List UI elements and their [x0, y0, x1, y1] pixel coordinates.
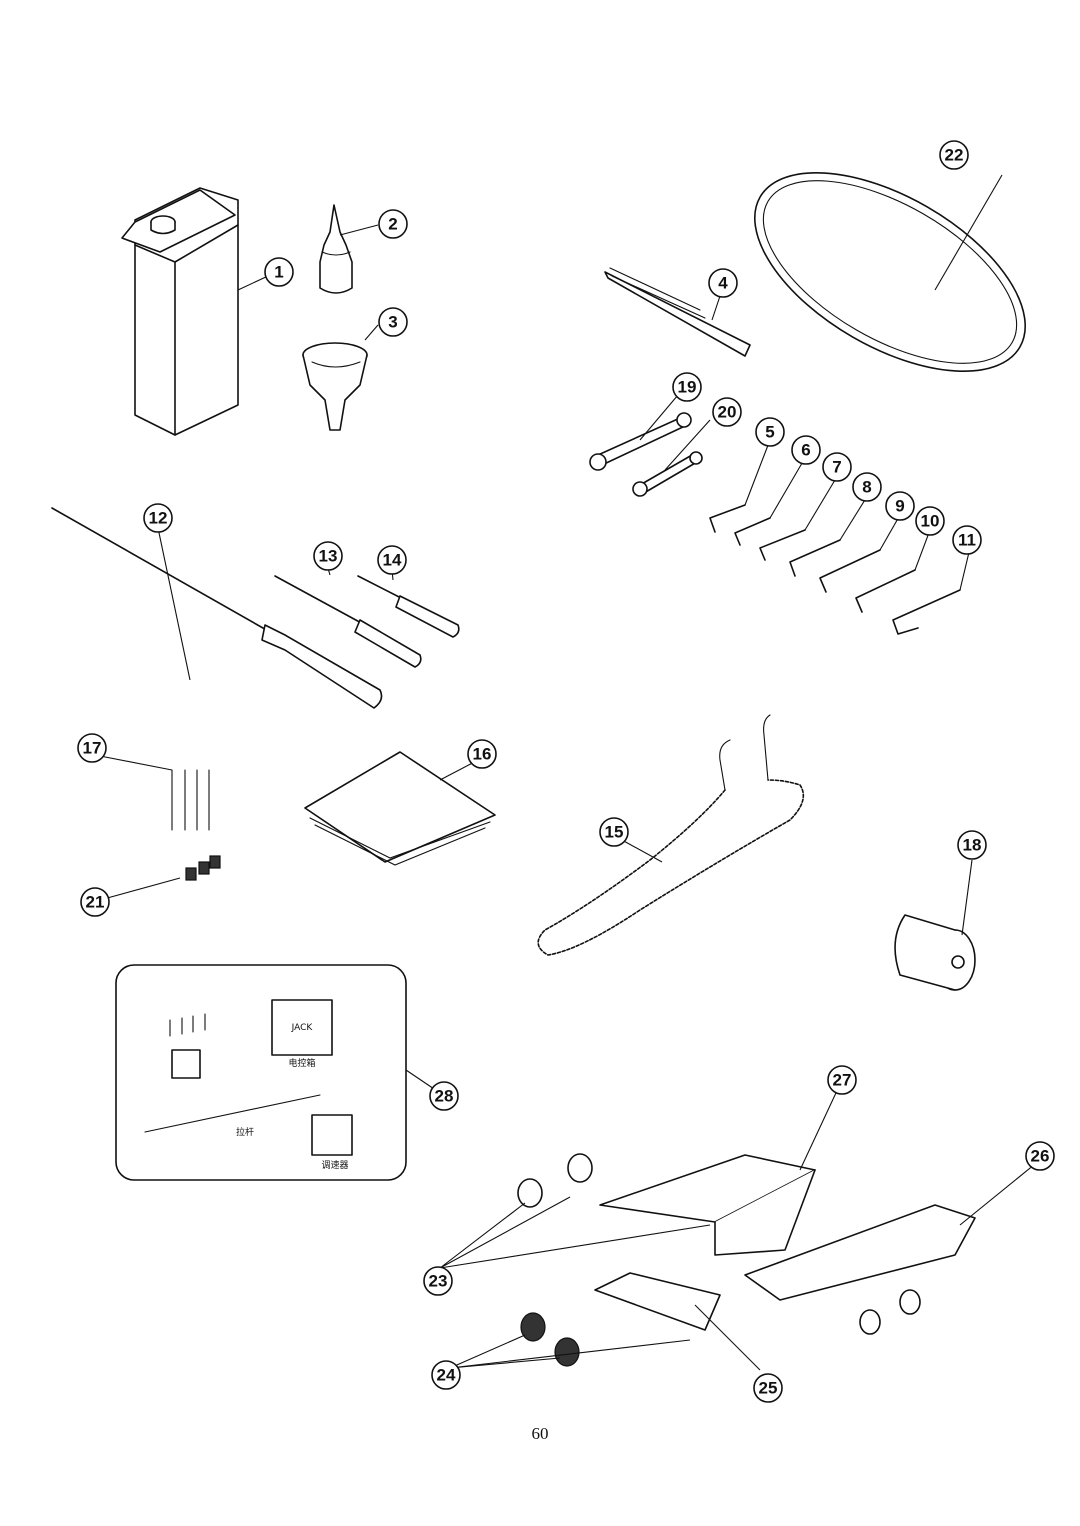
- svg-text:2: 2: [388, 215, 397, 234]
- callout-6: 6: [791, 435, 821, 465]
- callout-20: 20: [712, 397, 742, 427]
- inset-control-box-label: 电控箱: [288, 1057, 315, 1069]
- callout-22: 22: [939, 140, 969, 170]
- svg-text:21: 21: [86, 893, 105, 912]
- part-screwdriver-long: [51, 507, 383, 709]
- part-screws-23: [517, 1153, 593, 1208]
- part-screws-26: [859, 1289, 921, 1335]
- callout-5: 5: [755, 417, 785, 447]
- callout-18: 18: [957, 830, 987, 860]
- part-screwdriver-short: [357, 575, 460, 638]
- part-wrench-20: [632, 451, 703, 497]
- callout-27: 27: [827, 1065, 857, 1095]
- svg-text:18: 18: [963, 836, 982, 855]
- callout-11: 11: [952, 525, 982, 555]
- svg-text:11: 11: [958, 531, 976, 550]
- inset-control-box: JACK 电控箱: [271, 999, 333, 1069]
- callout-21: 21: [80, 887, 110, 917]
- svg-text:6: 6: [801, 441, 810, 460]
- part-screws-24: [520, 1312, 580, 1367]
- part-belt: [753, 171, 1027, 373]
- callout-14: 14: [377, 545, 407, 575]
- callout-7: 7: [822, 452, 852, 482]
- svg-text:19: 19: [678, 378, 697, 397]
- inset-hinge-plate: [171, 1049, 201, 1079]
- inset-box-group: JACK 电控箱 拉杆 调速器: [115, 964, 407, 1181]
- svg-text:14: 14: [383, 551, 402, 570]
- svg-text:20: 20: [718, 403, 737, 422]
- svg-text:22: 22: [945, 146, 964, 165]
- callout-10: 10: [915, 506, 945, 536]
- svg-text:3: 3: [388, 313, 397, 332]
- svg-text:17: 17: [83, 739, 102, 758]
- part-screwdriver-medium: [274, 575, 422, 668]
- callout-25: 25: [753, 1373, 783, 1403]
- svg-text:23: 23: [429, 1272, 448, 1291]
- callout-16: 16: [467, 739, 497, 769]
- inset-speed-controller: 调速器: [311, 1114, 353, 1171]
- svg-text:27: 27: [833, 1071, 852, 1090]
- inset-pull-rod-label: 拉杆: [236, 1126, 254, 1138]
- callout-15: 15: [599, 817, 629, 847]
- part-plate-26: [744, 1204, 976, 1301]
- svg-text:28: 28: [435, 1087, 454, 1106]
- part-cover-bag: [304, 751, 496, 866]
- svg-text:12: 12: [149, 509, 168, 528]
- inset-screws: [169, 1013, 206, 1037]
- part-wrench-19: [589, 412, 692, 471]
- page-number: 60: [531, 1424, 549, 1443]
- callout-17: 17: [77, 733, 107, 763]
- inset-brand-label: JACK: [291, 1023, 314, 1033]
- callout-23: 23: [423, 1266, 453, 1296]
- inset-speed-controller-label: 调速器: [321, 1160, 348, 1171]
- svg-text:13: 13: [319, 547, 338, 566]
- svg-text:16: 16: [473, 745, 492, 764]
- callout-24: 24: [431, 1360, 461, 1390]
- part-caps: [185, 855, 221, 881]
- svg-text:8: 8: [862, 478, 871, 497]
- svg-text:7: 7: [832, 458, 841, 477]
- callout-9: 9: [885, 491, 915, 521]
- part-bracket-27: [599, 1154, 816, 1256]
- callout-2: 2: [378, 209, 408, 239]
- svg-text:1: 1: [274, 263, 283, 282]
- callout-8: 8: [852, 472, 882, 502]
- callout-1: 1: [264, 257, 294, 287]
- part-oiler-bottle: [319, 204, 353, 294]
- part-funnel: [302, 342, 368, 431]
- svg-text:9: 9: [895, 497, 904, 516]
- svg-text:24: 24: [437, 1366, 456, 1385]
- svg-text:25: 25: [759, 1379, 778, 1398]
- callout-13: 13: [313, 541, 343, 571]
- svg-text:5: 5: [765, 423, 774, 442]
- svg-text:26: 26: [1031, 1147, 1050, 1166]
- inset-pull-rod: 拉杆: [144, 1094, 321, 1138]
- part-filter: [894, 914, 976, 991]
- callout-3: 3: [378, 307, 408, 337]
- callout-4: 4: [708, 268, 738, 298]
- part-tweezers: [604, 267, 751, 357]
- svg-text:10: 10: [921, 512, 940, 531]
- callout-19: 19: [672, 372, 702, 402]
- callout-12: 12: [143, 503, 173, 533]
- hex-key-set: [709, 504, 961, 635]
- svg-text:4: 4: [718, 274, 728, 293]
- part-needles: [171, 769, 210, 831]
- callout-28: 28: [429, 1081, 459, 1111]
- part-oil-can: [121, 187, 239, 436]
- svg-text:15: 15: [605, 823, 624, 842]
- callout-26: 26: [1025, 1141, 1055, 1171]
- part-bracket-25: [594, 1272, 721, 1331]
- part-chain: [537, 714, 805, 956]
